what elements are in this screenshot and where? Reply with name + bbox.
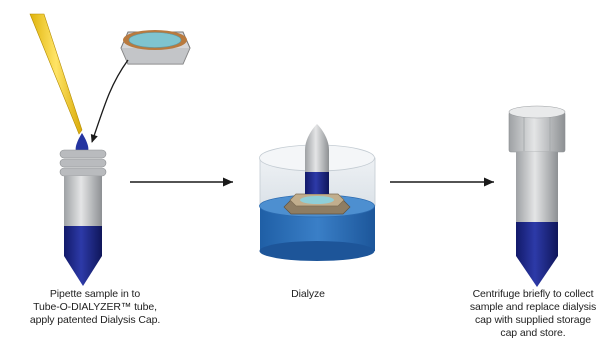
stored-tube [516,152,558,287]
step3-caption-line: Centrifuge briefly to collect [472,288,594,300]
cap-to-tube-arrow [90,59,129,143]
step3-caption: Centrifuge briefly to collect sample and… [454,288,612,340]
step3-caption-line: cap and store. [500,327,566,339]
pipette-tip [29,13,83,135]
step1-caption-line: apply patented Dialysis Cap. [29,314,161,326]
step3-caption-line: cap with supplied storage [475,314,591,326]
step1-illustration [29,13,191,286]
step2-illustration [259,124,376,261]
step2-caption: Dialyze [268,288,348,301]
dialysis-cap-icon [120,30,191,65]
step1-caption: Pipette sample in to Tube-O-DIALYZER™ tu… [20,288,170,327]
step1-caption-line: Pipette sample in to [49,288,141,300]
floating-tube [283,124,351,215]
sample-tube [59,149,107,286]
step1-caption-line: Tube-O-DIALYZER™ tube, [33,301,157,313]
step2-caption-line: Dialyze [291,288,325,300]
step3-illustration [508,105,566,287]
storage-cap-icon [508,105,566,153]
step3-caption-line: sample and replace dialysis [469,301,597,313]
